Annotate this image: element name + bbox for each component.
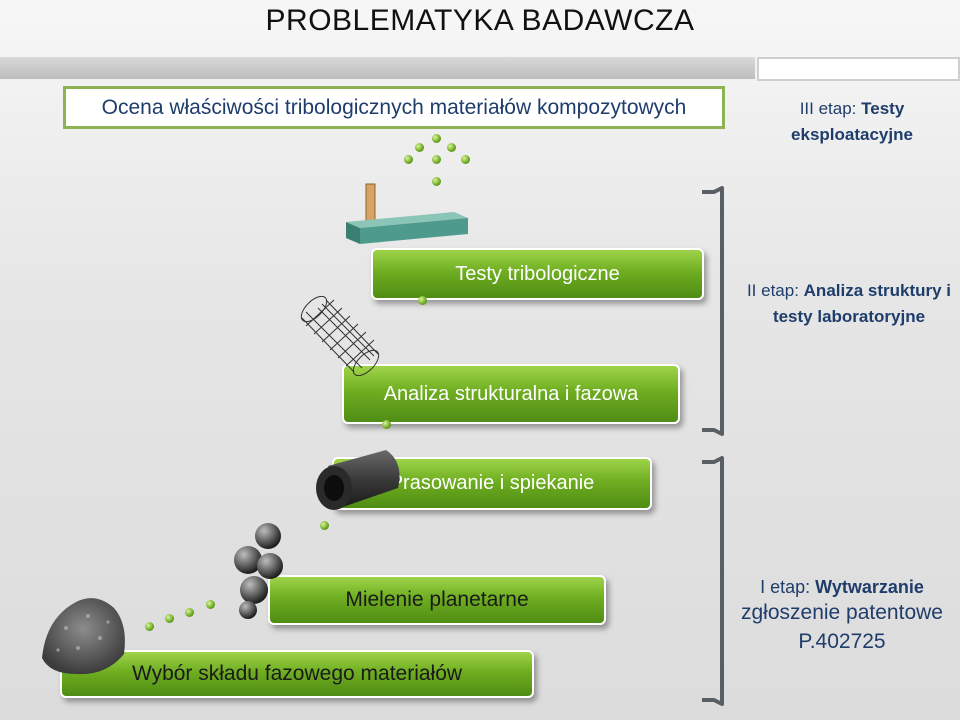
stage-2-prefix: II etap: (747, 281, 804, 300)
step-planetary-milling: Mielenie planetarne (268, 575, 606, 625)
stage-1-label: I etap: Wytwarzanie zgłoszenie patentowe… (728, 575, 956, 656)
flow-dot (185, 608, 194, 617)
step-structural-analysis: Analiza strukturalna i fazowa (342, 364, 680, 424)
pin-on-disc-illustration (344, 182, 474, 248)
carbon-nanotube-illustration (296, 296, 382, 376)
flow-dot (432, 155, 441, 164)
milling-balls-illustration (228, 520, 290, 620)
powder-pile-illustration (36, 588, 132, 680)
step-3-label: Prasowanie i spiekanie (390, 472, 595, 495)
sintered-tube-illustration (308, 442, 408, 522)
patent-number-text: P.402725 (798, 630, 885, 653)
slide-title: PROBLEMATYKA BADAWCZA (0, 4, 960, 38)
stage-1-bracket (698, 456, 732, 706)
patent-application-text: zgłoszenie patentowe (741, 601, 943, 624)
step-1-label: Wybór składu fazowego materiałów (132, 662, 462, 686)
flow-dot (404, 155, 413, 164)
research-topic-text: Ocena właściwości tribologicznych materi… (102, 96, 687, 120)
flow-dot (145, 622, 154, 631)
title-underline-bar (0, 57, 755, 79)
step-tribological-tests: Testy tribologiczne (371, 248, 704, 300)
flow-dot (415, 143, 424, 152)
flow-dot (447, 143, 456, 152)
flow-dot (432, 177, 441, 186)
stage-2-label: II etap: Analiza struktury i testy labor… (738, 278, 960, 329)
stage-1-name: Wytwarzanie (815, 577, 924, 597)
step-4-label: Analiza strukturalna i fazowa (384, 383, 639, 406)
stage-1-prefix: I etap: (760, 577, 815, 597)
research-topic-box: Ocena właściwości tribologicznych materi… (63, 86, 725, 129)
flow-dot (382, 420, 391, 429)
flow-dot (461, 155, 470, 164)
flow-dot (432, 134, 441, 143)
flow-dot (206, 600, 215, 609)
flow-dot (320, 521, 329, 530)
stage-2-bracket (698, 186, 732, 436)
flow-dot (418, 296, 427, 305)
step-2-label: Mielenie planetarne (345, 588, 528, 612)
step-5-label: Testy tribologiczne (455, 263, 620, 286)
title-underline-box (757, 57, 960, 81)
stage-3-label: III etap: Testy eksploatacyjne (752, 96, 952, 147)
flow-dot (165, 614, 174, 623)
stage-3-prefix: III etap: (800, 99, 861, 118)
